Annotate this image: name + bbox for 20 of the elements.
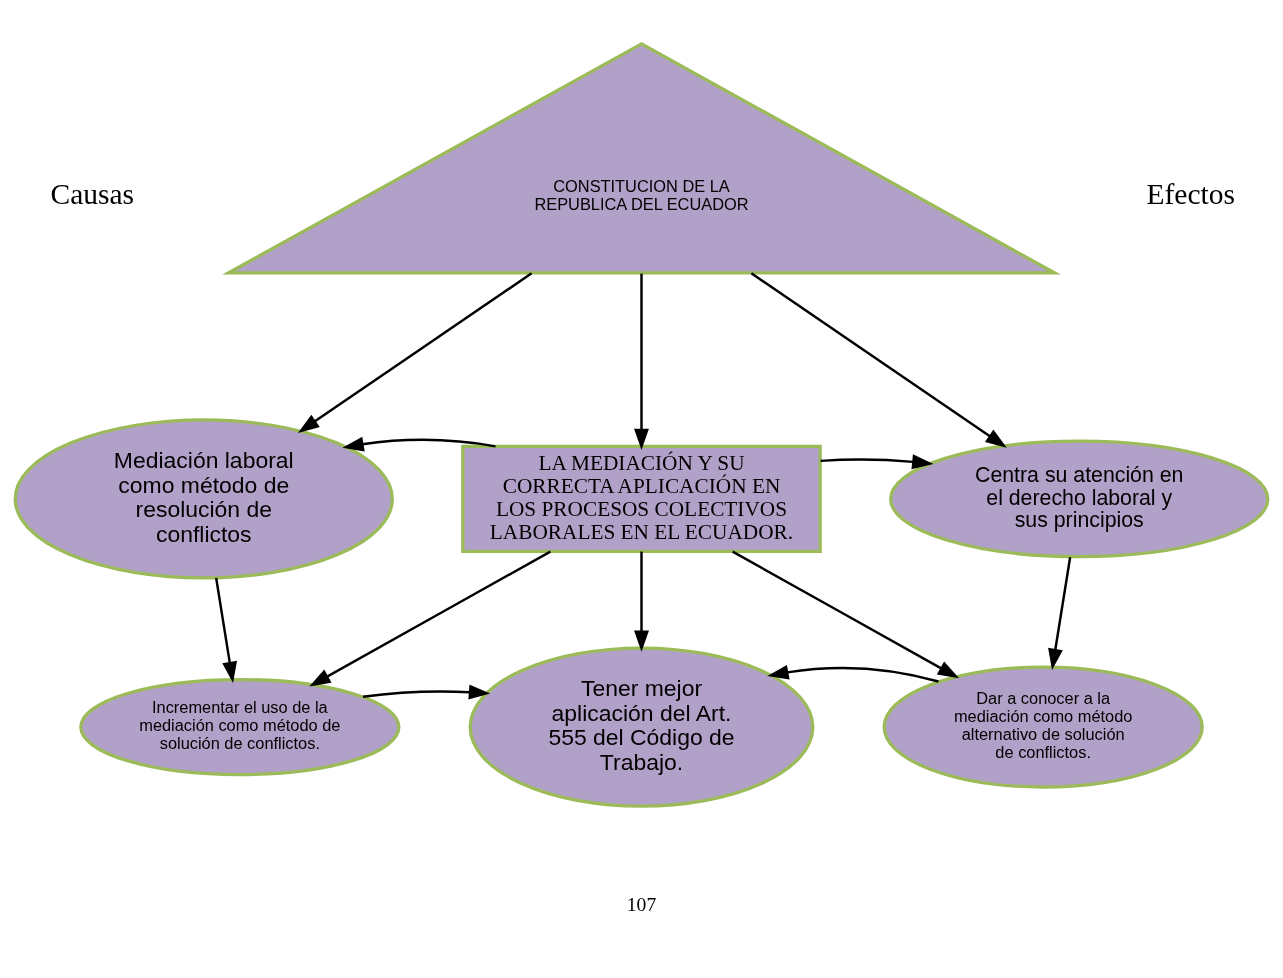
arrow (820, 453, 934, 469)
arrow (732, 550, 960, 678)
arrow (297, 271, 533, 433)
node-ellipse: Incrementar el uso de la mediación como método de solución de conflictos. (79, 677, 401, 776)
arrow (767, 664, 939, 683)
node-ellipse: Centra su atención en el derecho laboral y sus principios (889, 439, 1270, 558)
arrow (634, 551, 649, 652)
node-box: LA MEDIACIÓN Y SU CORRECTA APLICACIÓN EN LOS PROCESOS COLECTIVOS LABORALES EN EL ECUADOR. (461, 444, 822, 553)
arrow (362, 684, 491, 700)
label: Causas (50, 177, 135, 210)
node-ellipse: Dar a conocer a la mediación como método alternativo de solución de conflictos. (882, 665, 1204, 789)
arrow (214, 577, 238, 683)
label: Efectos (1146, 177, 1235, 210)
arrow (634, 273, 649, 450)
node-ellipse: Mediación laboral como método de resolución de conflictos (13, 417, 394, 580)
arrow (1048, 556, 1072, 670)
arrow (309, 550, 551, 687)
arrow (342, 436, 496, 451)
arrow (750, 271, 1007, 448)
label: 107 (626, 892, 657, 915)
